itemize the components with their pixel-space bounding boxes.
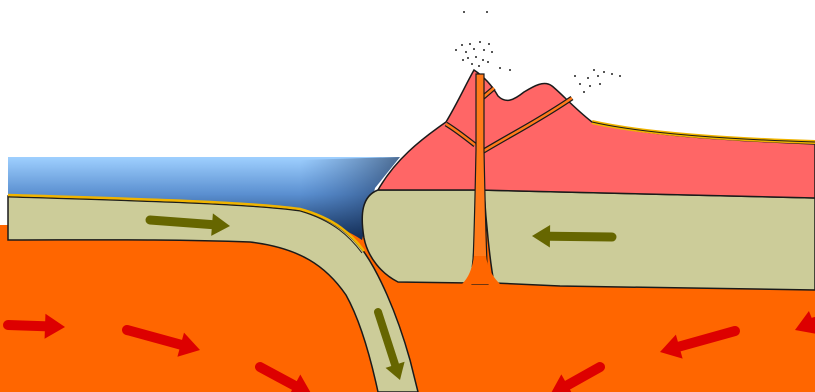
mantle-flow-arrow-1-shaft — [8, 325, 45, 326]
oceanic-plate-motion-arrow-shaft — [150, 220, 212, 225]
continental-plate-motion-arrow-shaft — [550, 236, 612, 237]
